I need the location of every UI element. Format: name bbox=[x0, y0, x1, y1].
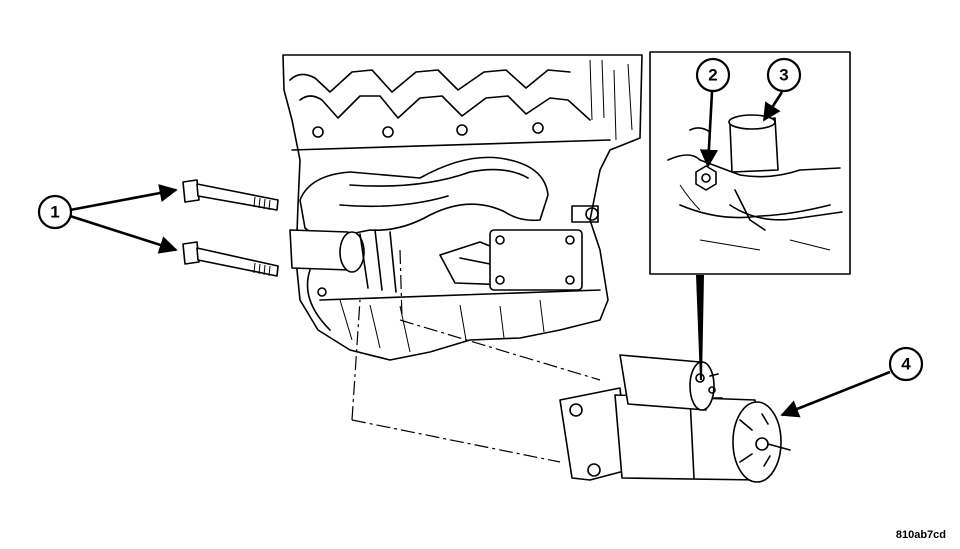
engine-block bbox=[282, 54, 643, 361]
callout-2-label: 2 bbox=[708, 66, 717, 85]
detail-inset bbox=[649, 51, 851, 380]
starter-bolt-upper bbox=[182, 179, 279, 211]
exhaust-manifold bbox=[289, 156, 549, 293]
callout-3-label: 3 bbox=[779, 66, 788, 85]
callout-4: 4 bbox=[888, 346, 924, 382]
callout-3: 3 bbox=[766, 57, 802, 93]
callout-4-label: 4 bbox=[901, 355, 911, 374]
spark-plug-bosses bbox=[312, 122, 544, 138]
callout-1-label: 1 bbox=[50, 203, 59, 222]
starter-bolt-lower bbox=[182, 241, 279, 277]
starter-motor bbox=[559, 354, 791, 483]
callout-2: 2 bbox=[695, 57, 731, 93]
alignment-lines bbox=[351, 249, 601, 463]
callout-1: 1 bbox=[37, 194, 73, 230]
leader-lines bbox=[69, 91, 891, 418]
figure-id: 810ab7cd bbox=[895, 529, 946, 541]
